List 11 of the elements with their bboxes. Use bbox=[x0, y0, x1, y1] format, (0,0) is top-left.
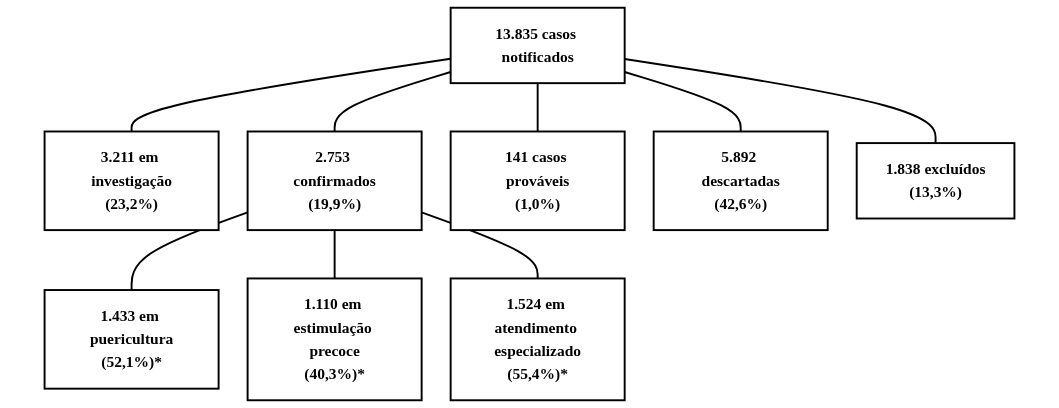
node-box: 1.838 excluídos (13,3%) bbox=[855, 142, 1016, 220]
node-box: 3.211 em investigação (23,2%) bbox=[43, 130, 220, 232]
node-box: 5.892 descartadas (42,6%) bbox=[652, 130, 829, 232]
node-box: 1.433 em puericultura (52,1%)* bbox=[43, 289, 220, 390]
connector bbox=[536, 82, 539, 133]
node-box: 2.753 confirmados (19,9%) bbox=[246, 130, 423, 232]
node-box: 141 casos prováveis (1,0%) bbox=[449, 130, 626, 232]
node-box: 13.835 casos notificados bbox=[449, 6, 626, 85]
node-box: 1.524 em atendimento especializado (55,4%)* bbox=[449, 277, 626, 402]
node-box: 1.110 em estimulação precoce (40,3%)* bbox=[246, 277, 423, 402]
connector bbox=[333, 229, 336, 280]
